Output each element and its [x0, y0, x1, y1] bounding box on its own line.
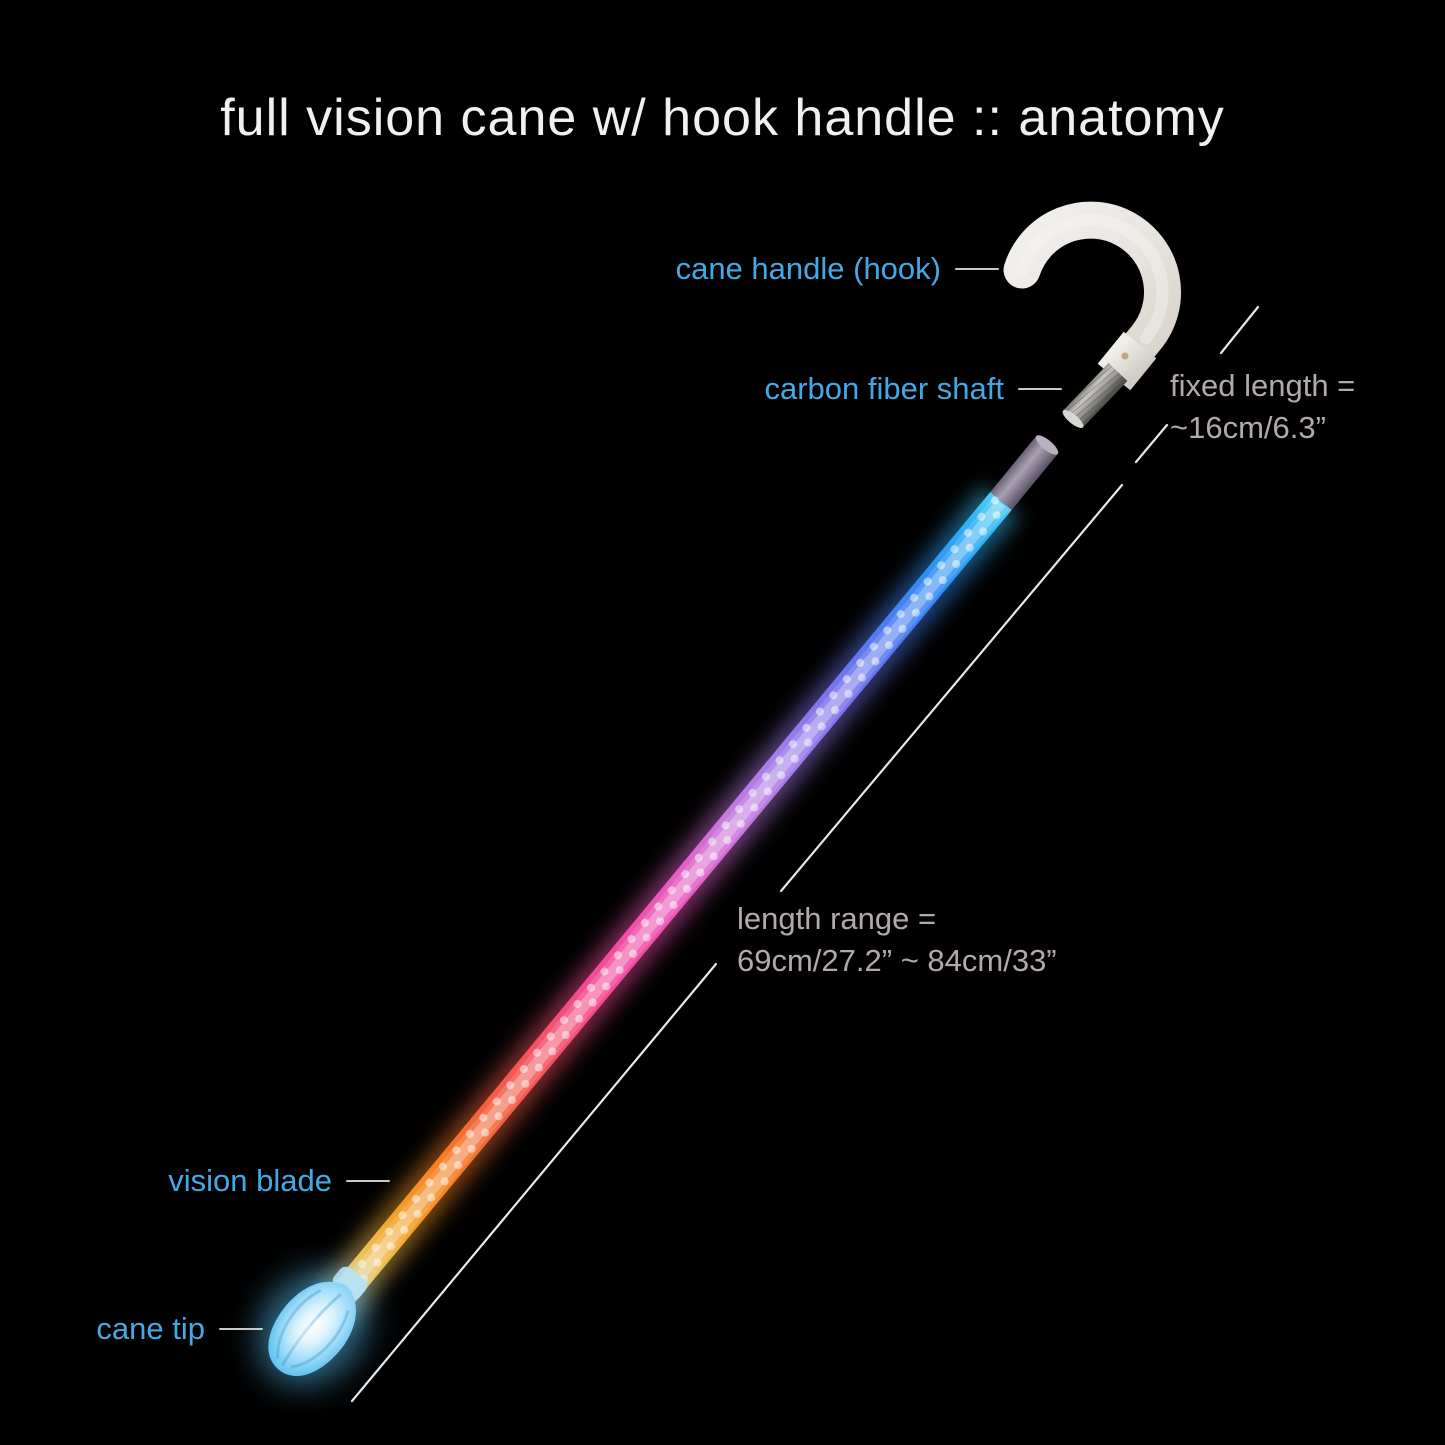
label-cane-handle: cane handle (hook)	[676, 251, 999, 287]
fixed-length-line-lower	[1134, 423, 1169, 464]
label-cane-tip-text: cane tip	[96, 1311, 205, 1346]
led-dot-row	[343, 501, 1009, 1303]
label-carbon-fiber-shaft-text: carbon fiber shaft	[764, 371, 1004, 406]
fixed-length-line-upper	[1219, 305, 1260, 355]
measurement-length-range: length range = 69cm/27.2” ~ 84cm/33”	[737, 898, 1057, 982]
blade-connector	[990, 435, 1059, 510]
measurement-lines	[350, 305, 1260, 1403]
length-range-line-upper	[779, 483, 1124, 893]
measurement-fixed-length: fixed length = ~16cm/6.3”	[1170, 365, 1355, 449]
collar-pin	[1121, 352, 1129, 360]
leader-dash	[219, 1328, 263, 1330]
led-dot-row	[335, 494, 1001, 1296]
label-carbon-fiber-shaft: carbon fiber shaft	[764, 371, 1062, 407]
length-range-value: 69cm/27.2” ~ 84cm/33”	[737, 943, 1057, 978]
carbon-shaft-end-face	[1062, 410, 1084, 428]
length-range-label: length range =	[737, 901, 937, 936]
page-title: full vision cane w/ hook handle :: anato…	[220, 89, 1225, 147]
leader-dash	[955, 268, 999, 270]
cane-handle-hook	[1003, 201, 1182, 391]
label-cane-handle-text: cane handle (hook)	[675, 251, 941, 286]
tip-highlight	[290, 1315, 320, 1348]
fixed-length-value: ~16cm/6.3”	[1170, 410, 1326, 445]
label-cane-tip: cane tip	[96, 1311, 263, 1347]
fixed-length-label: fixed length =	[1170, 368, 1356, 403]
leader-dash	[346, 1180, 390, 1182]
cane-tip	[257, 1266, 369, 1386]
handle-collar	[1097, 331, 1157, 391]
label-vision-blade-text: vision blade	[168, 1163, 332, 1198]
length-range-line-lower	[350, 962, 718, 1403]
leader-dash	[1018, 388, 1062, 390]
label-vision-blade: vision blade	[168, 1163, 390, 1199]
vision-blade	[331, 492, 1012, 1305]
carbon-fiber-shaft	[1062, 363, 1128, 428]
